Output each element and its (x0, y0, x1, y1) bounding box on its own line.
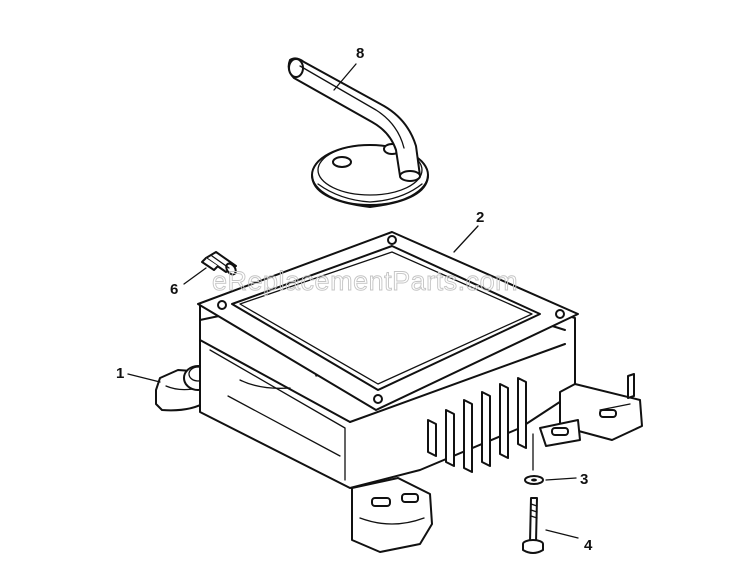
cooling-fins (427, 377, 527, 473)
gasket-part-2 (197, 231, 579, 411)
callout-6: 6 (170, 281, 178, 298)
callout-1: 1 (116, 365, 124, 382)
washer-part-3 (524, 475, 544, 485)
callout-8: 8 (356, 45, 364, 62)
breather-assembly-part-8 (287, 57, 429, 208)
bolt-part-4 (522, 497, 544, 554)
callout-4: 4 (584, 537, 593, 554)
leader-lines (127, 63, 579, 539)
callout-2: 2 (476, 209, 484, 226)
callout-3: 3 (580, 471, 588, 488)
watermark-text: eReplacementParts.com (212, 266, 518, 296)
fitting-part-6 (201, 251, 237, 276)
callout-labels: 8 2 6 1 3 4 (116, 45, 593, 554)
